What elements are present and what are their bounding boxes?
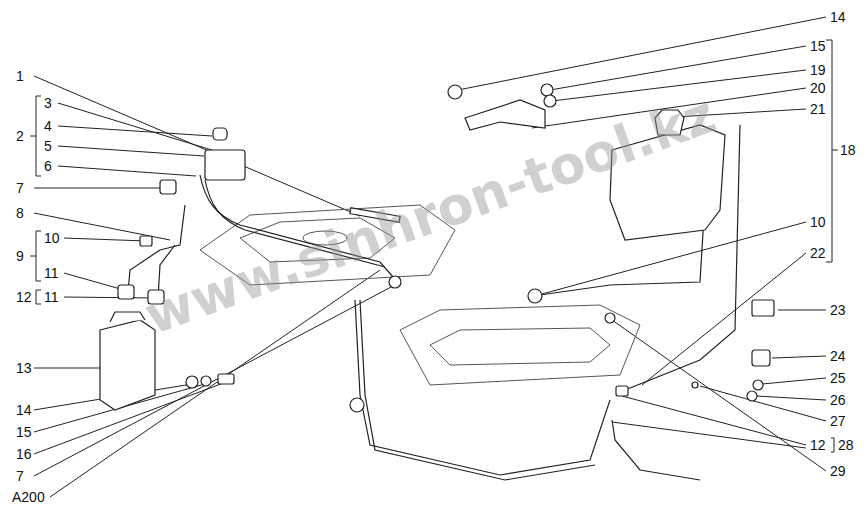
- parts: [100, 84, 774, 412]
- callout-number: 12: [16, 290, 32, 304]
- callout-number: 4: [44, 119, 52, 133]
- callout-number: 21: [810, 102, 826, 116]
- callout-number: 26: [830, 393, 846, 407]
- callout-number: 10: [44, 231, 60, 245]
- callout-number: 16: [16, 447, 32, 461]
- callout-number: 5: [44, 139, 52, 153]
- callout-number: 20: [810, 81, 826, 95]
- callout-number: 23: [830, 303, 846, 317]
- callout-number: 29: [830, 464, 846, 478]
- callout-number: 19: [810, 63, 826, 77]
- leader-lines: [34, 17, 826, 497]
- callout-number: 15: [16, 425, 32, 439]
- callout-number: 22: [810, 246, 826, 260]
- callout-number: 11: [44, 290, 59, 304]
- callout-number: 24: [830, 349, 846, 363]
- callout-number: 13: [16, 361, 32, 375]
- group-brackets: [30, 40, 838, 452]
- callout-number: 9: [16, 249, 24, 263]
- callout-number: 8: [16, 206, 24, 220]
- callout-number: 1: [16, 69, 24, 83]
- callout-number: 11: [44, 266, 59, 280]
- callout-number: 7: [16, 469, 24, 483]
- callout-number: A200: [12, 490, 45, 504]
- callout-number: 14: [830, 10, 846, 24]
- callout-number: 28: [838, 438, 854, 452]
- callout-number: 25: [830, 371, 846, 385]
- callout-number: 18: [840, 143, 856, 157]
- callout-number: 7: [16, 181, 24, 195]
- callout-number: 12: [810, 438, 826, 452]
- callout-number: 3: [44, 96, 52, 110]
- callout-number: 27: [830, 414, 846, 428]
- callout-number: 15: [810, 39, 826, 53]
- callout-number: 6: [44, 159, 52, 173]
- callout-number: 10: [810, 215, 826, 229]
- callout-number: 2: [16, 129, 24, 143]
- callout-number: 14: [16, 403, 32, 417]
